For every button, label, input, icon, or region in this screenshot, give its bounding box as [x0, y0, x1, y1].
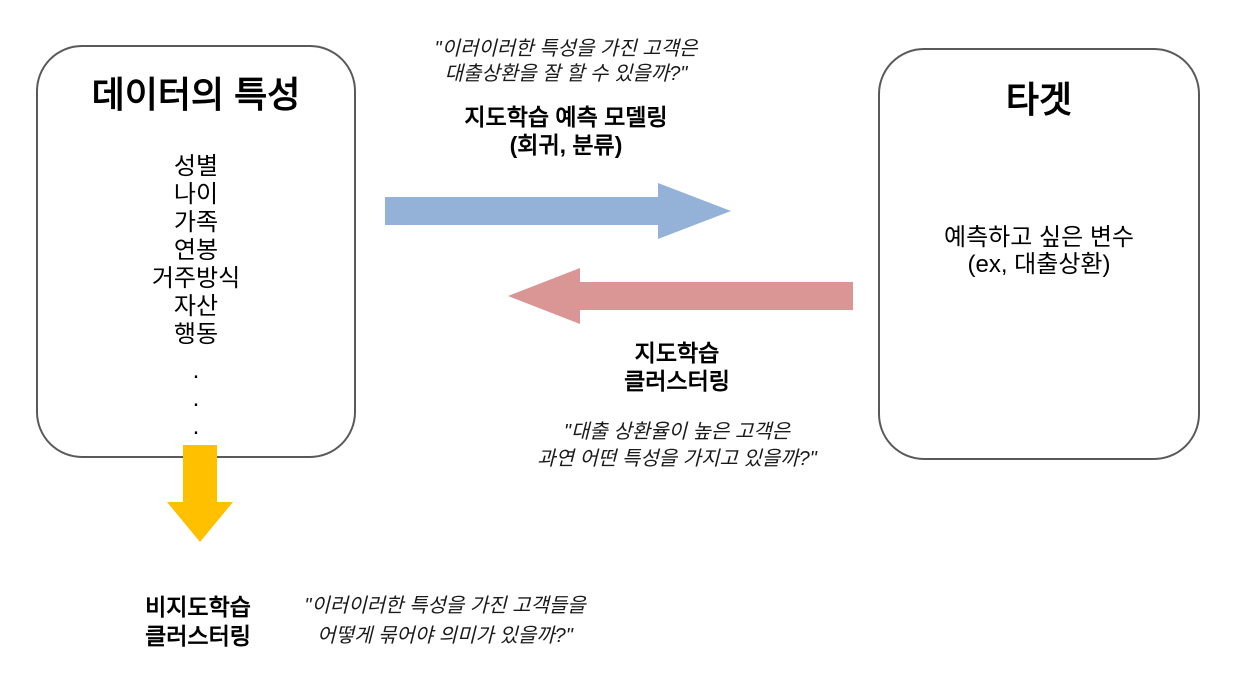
supervised-prediction-label-line1: 지도학습 예측 모델링: [464, 104, 668, 130]
unsupervised-clustering-label: 비지도학습 클러스터링: [98, 593, 298, 651]
unsupervised-clustering-quote-line2: 어떻게 묶어야 의미가 있을까?": [317, 625, 573, 647]
ellipsis-dots: . . .: [38, 357, 354, 441]
supervised-prediction-label: 지도학습 예측 모델링 (회귀, 분류): [366, 103, 766, 159]
data-features-title: 데이터의 특성: [91, 74, 301, 115]
supervised-prediction-quote: "이러이러한 특성을 가진 고객은 대출상환을 잘 할 수 있을까?": [366, 37, 766, 87]
supervised-clustering-quote: "대출 상환율이 높은 고객은 과연 어떤 특성을 가지고 있을까?": [477, 419, 877, 473]
ellipsis-dot: .: [192, 385, 200, 412]
feature-item-assets: 자산: [173, 293, 219, 320]
feature-item-family: 가족: [173, 209, 219, 236]
supervised-clustering-label-line2: 클러스터링: [624, 368, 730, 394]
left-arrow-clustering-icon: [508, 268, 853, 324]
feature-list: 성별 나이 가족 연봉 거주방식 자산 행동: [38, 153, 354, 349]
supervised-clustering-label: 지도학습 클러스터링: [527, 339, 827, 395]
unsupervised-clustering-label-line1: 비지도학습: [145, 594, 251, 620]
target-title: 타겟: [1005, 79, 1073, 120]
feature-item-behavior: 행동: [173, 321, 219, 348]
supervised-prediction-label-line2: (회귀, 분류): [509, 132, 623, 158]
supervised-prediction-quote-line1: "이러이러한 특성을 가진 고객은: [434, 38, 698, 60]
data-features-box: 데이터의 특성 성별 나이 가족 연봉 거주방식 자산 행동 . . .: [36, 45, 356, 458]
target-desc-line1: 예측하고 싶은 변수: [944, 224, 1134, 251]
ellipsis-dot: .: [192, 413, 200, 440]
feature-item-age: 나이: [173, 181, 219, 208]
target-desc-line2: (ex, 대출상환): [967, 251, 1111, 278]
supervised-prediction-quote-line2: 대출상환을 잘 할 수 있을까?": [444, 63, 688, 85]
target-description: 예측하고 싶은 변수 (ex, 대출상환): [880, 224, 1198, 278]
target-box: 타겟 예측하고 싶은 변수 (ex, 대출상환): [878, 48, 1200, 460]
feature-item-gender: 성별: [173, 153, 219, 180]
supervised-clustering-quote-line1: "대출 상환율이 높은 고객은: [563, 421, 791, 443]
supervised-clustering-quote-line2: 과연 어떤 특성을 가지고 있을까?": [537, 448, 817, 470]
feature-item-residence: 거주방식: [151, 265, 241, 292]
down-arrow-unsupervised-icon: [167, 445, 233, 542]
unsupervised-clustering-quote-line1: "이러이러한 특성을 가진 고객들을: [304, 595, 586, 617]
supervised-clustering-label-line1: 지도학습: [634, 340, 720, 366]
unsupervised-clustering-quote: "이러이러한 특성을 가진 고객들을 어떻게 묶어야 의미가 있을까?": [255, 591, 635, 651]
feature-item-salary: 연봉: [173, 237, 219, 264]
right-arrow-supervised-icon: [385, 183, 731, 239]
unsupervised-clustering-label-line2: 클러스터링: [145, 623, 251, 649]
ellipsis-dot: .: [192, 357, 200, 384]
